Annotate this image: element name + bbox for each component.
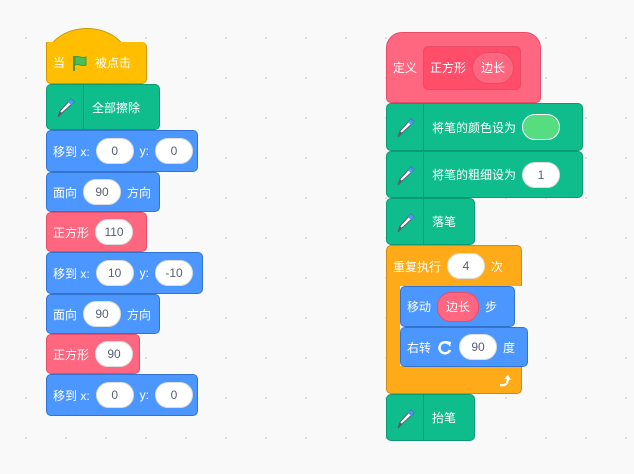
direction-input[interactable]: 90 [83, 179, 122, 205]
label: 移动 [407, 300, 432, 314]
x-input[interactable]: 0 [95, 138, 134, 164]
label: 次 [491, 259, 504, 274]
repeat-count-input[interactable]: 4 [447, 253, 486, 279]
label: 面向 [53, 307, 78, 322]
goto-xy-block[interactable]: 移到 x: 0 y: 0 [46, 130, 198, 172]
label: 正方形 [53, 225, 90, 240]
y-input[interactable]: -10 [155, 260, 194, 286]
goto-xy-block[interactable]: 移到 x: 0 y: 0 [46, 374, 198, 416]
y-input[interactable]: 0 [155, 138, 194, 164]
set-pen-size-block[interactable]: 将笔的粗细设为 1 [386, 151, 583, 198]
direction-input[interactable]: 90 [83, 301, 122, 327]
turn-right-block[interactable]: 右转 90 度 [400, 327, 528, 367]
define-block[interactable]: 定义 正方形 边长 [386, 32, 541, 103]
y-input[interactable]: 0 [155, 382, 194, 408]
move-steps-block[interactable]: 移动 边长 步 [400, 286, 515, 327]
label: 正方形 [53, 347, 90, 362]
pen-down-block[interactable]: 落笔 [386, 198, 475, 245]
label: 重复执行 [393, 259, 442, 274]
square-call-block[interactable]: 正方形 90 [46, 334, 140, 374]
goto-xy-block[interactable]: 移到 x: 10 y: -10 [46, 252, 203, 294]
set-pen-color-block[interactable]: 将笔的颜色设为 [386, 103, 583, 151]
param-reporter[interactable]: 边长 [437, 291, 480, 322]
degrees-input[interactable]: 90 [459, 334, 498, 360]
label: 移到 x: [53, 144, 90, 159]
color-swatch-input[interactable] [522, 114, 561, 140]
label: 移到 x: [53, 388, 90, 403]
label: 面向 [53, 185, 78, 200]
label: y: [139, 144, 150, 158]
point-direction-block[interactable]: 面向 90 方向 [46, 172, 160, 212]
label: 步 [485, 300, 498, 314]
repeat-header: 重复执行 4 次 [387, 246, 503, 286]
size-input[interactable]: 90 [95, 341, 134, 367]
point-direction-block[interactable]: 面向 90 方向 [46, 294, 160, 334]
when-flag-clicked-block[interactable]: 当 被点击 [46, 42, 147, 84]
pen-clear-block[interactable]: 全部擦除 [46, 84, 160, 130]
pen-up-block[interactable]: 抬笔 [386, 394, 475, 441]
label: 落笔 [432, 215, 457, 229]
x-input[interactable]: 10 [95, 260, 134, 286]
x-input[interactable]: 0 [95, 382, 134, 408]
label: 将笔的粗细设为 [432, 168, 517, 182]
label: 度 [503, 340, 516, 355]
green-flag-icon [73, 55, 87, 71]
label: 将笔的颜色设为 [432, 120, 517, 135]
label: 方向 [127, 185, 152, 200]
label: 右转 [407, 340, 432, 355]
loop-arrow-icon [499, 375, 511, 387]
label: 全部擦除 [92, 100, 141, 115]
label: 方向 [127, 307, 152, 322]
pen-icon [389, 395, 424, 440]
label: y: [139, 388, 150, 402]
procedure-prototype: 正方形 边长 [423, 45, 522, 90]
label: 抬笔 [432, 411, 457, 425]
size-input[interactable]: 110 [95, 219, 134, 245]
pen-icon [49, 85, 84, 129]
pen-icon [389, 152, 424, 197]
rotate-clockwise-icon [438, 341, 452, 355]
param-reporter[interactable]: 边长 [472, 51, 515, 84]
label: 正方形 [430, 61, 467, 75]
pen-icon [389, 199, 424, 244]
label: y: [139, 266, 150, 280]
label: 当 [53, 56, 66, 70]
label: 移到 x: [53, 266, 90, 281]
square-call-block[interactable]: 正方形 110 [46, 212, 147, 252]
size-input[interactable]: 1 [522, 161, 561, 188]
pen-icon [389, 104, 424, 150]
label: 被点击 [95, 56, 132, 70]
label: 定义 [393, 61, 418, 75]
